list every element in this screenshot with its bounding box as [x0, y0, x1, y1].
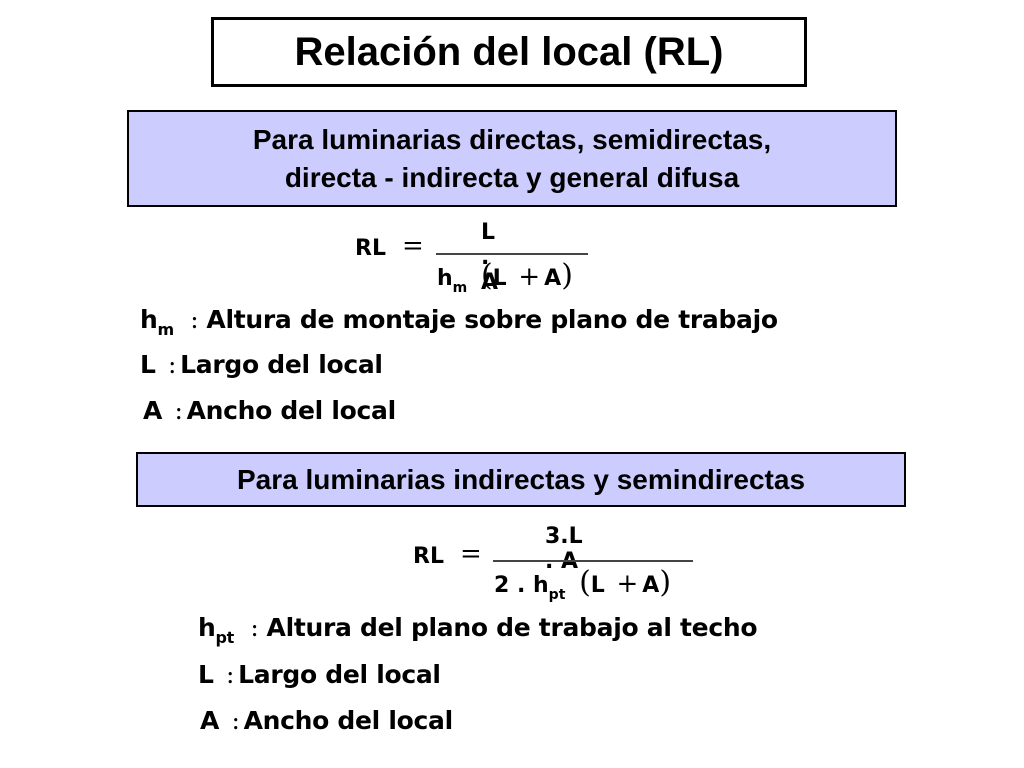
formula2-denominator: 2 . hpt (L +A) — [494, 565, 672, 603]
def-symbol: h — [140, 305, 158, 334]
formula1-fraction-line — [436, 253, 588, 255]
def-separator: : — [226, 660, 235, 689]
section2-heading: Para luminarias indirectas y semindirect… — [236, 463, 806, 495]
formula1-den-A: A — [544, 266, 562, 291]
formula2-den-open: ( — [579, 565, 591, 600]
def-symbol: L — [198, 660, 214, 689]
formula2-den-h: h — [533, 573, 549, 598]
formula1-numerator: L . A — [481, 220, 499, 295]
def-separator: : — [231, 706, 240, 735]
formula2-den-close: ) — [659, 565, 672, 600]
formula2-numerator: 3.L . A — [545, 524, 583, 574]
section2-def-A: A :Ancho del local — [200, 706, 453, 735]
formula2-den-sub: pt — [548, 587, 566, 603]
formula2-fraction-line — [493, 560, 693, 562]
section2-def-hpt: hpt :Altura del plano de trabajo al tech… — [198, 613, 758, 647]
section1-heading-line2: directa - indirecta y general difusa — [284, 161, 740, 193]
formula1-den-L: L — [492, 266, 507, 291]
section2-heading-box: Para luminarias indirectas y semindirect… — [136, 452, 906, 507]
section1-def-A: A :Ancho del local — [143, 396, 396, 425]
formula2-den-L: L — [590, 573, 605, 598]
def-separator: : — [168, 350, 177, 379]
def-separator: : — [190, 305, 199, 334]
def-symbol-sub: pt — [215, 628, 235, 647]
def-text: Altura de montaje sobre plano de trabajo — [206, 305, 778, 334]
def-symbol-sub: m — [157, 320, 175, 339]
def-text: Altura del plano de trabajo al techo — [266, 613, 758, 642]
section2-def-L: L :Largo del local — [198, 660, 441, 689]
def-symbol: L — [140, 350, 156, 379]
def-symbol: A — [143, 396, 163, 425]
formula1-den-close: ) — [561, 258, 573, 293]
page-title: Relación del local (RL) — [211, 17, 807, 87]
def-symbol: A — [200, 706, 220, 735]
def-text: Ancho del local — [186, 396, 397, 425]
def-text: Largo del local — [238, 660, 441, 689]
formula2-lhs: RL — [413, 544, 444, 569]
section1-heading-line1: Para luminarias directas, semidirectas, — [252, 123, 772, 155]
def-separator: : — [250, 613, 259, 642]
formula2-den-plus: + — [616, 569, 639, 599]
formula1-den-sub: m — [452, 280, 468, 296]
section1-heading-box: Para luminarias directas, semidirectas, … — [127, 110, 897, 207]
def-text: Largo del local — [180, 350, 383, 379]
page-title-text: Relación del local (RL) — [294, 29, 724, 74]
section1-def-hm: hm :Altura de montaje sobre plano de tra… — [140, 305, 778, 339]
formula1-den-open: ( — [480, 258, 493, 293]
formula1-lhs: RL — [355, 236, 386, 261]
formula1-equals: = — [402, 231, 424, 261]
formula1-den-plus: + — [518, 262, 541, 292]
formula2-den-pre: 2 . — [494, 573, 526, 598]
formula1-denominator: hm (L +A) — [437, 258, 573, 296]
formula2-den-A: A — [642, 573, 660, 598]
def-text: Ancho del local — [243, 706, 454, 735]
def-symbol: h — [198, 613, 216, 642]
formula1-den-h: h — [437, 266, 453, 291]
def-separator: : — [174, 396, 183, 425]
formula2-equals: = — [460, 539, 482, 569]
section1-def-L: L :Largo del local — [140, 350, 383, 379]
